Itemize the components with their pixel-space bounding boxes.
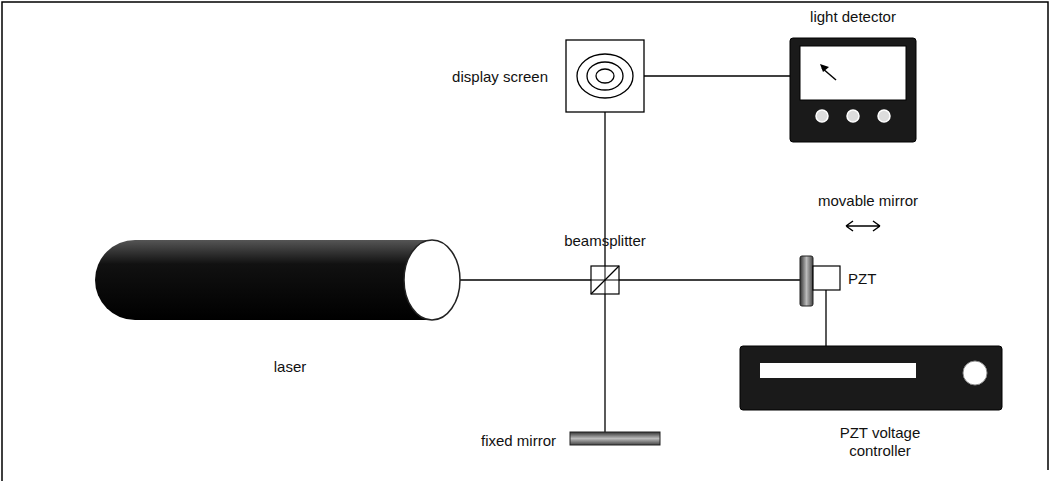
pzt-voltage-controller [740,346,1002,410]
laser-body [95,240,432,320]
component-label: movable mirror [818,192,918,210]
fringe-ring [596,69,614,83]
fringe-ring [577,54,633,98]
detector-cable [644,75,790,76]
beamsplitter-cube [591,266,619,294]
meter-face [800,46,906,100]
pzt [813,266,840,290]
beam [460,279,800,280]
knob [816,110,828,122]
light-detector [790,38,916,142]
component-label: fixed mirror [481,432,556,450]
motion-arrow [846,221,880,231]
display-screen [566,40,644,112]
controller-knob [963,361,987,385]
fixed-mirror [570,432,660,445]
pzt-cable [825,290,826,346]
beam [605,266,606,294]
beamsplitter-diagonal [591,266,619,294]
knob [878,110,890,122]
movable-mirror [800,256,813,306]
laser-aperture [404,240,460,320]
component-label: light detector [810,8,896,26]
component-label: PZT [848,270,876,288]
component-label: laser [274,358,307,376]
meter-needle [820,64,829,72]
knob [847,110,859,122]
component-label: display screen [452,68,548,86]
fringe-ring [587,62,623,90]
component-label: beamsplitter [564,232,646,250]
component-label: PZT voltage controller [815,424,945,460]
controller-display [760,363,916,378]
beam [604,112,605,432]
